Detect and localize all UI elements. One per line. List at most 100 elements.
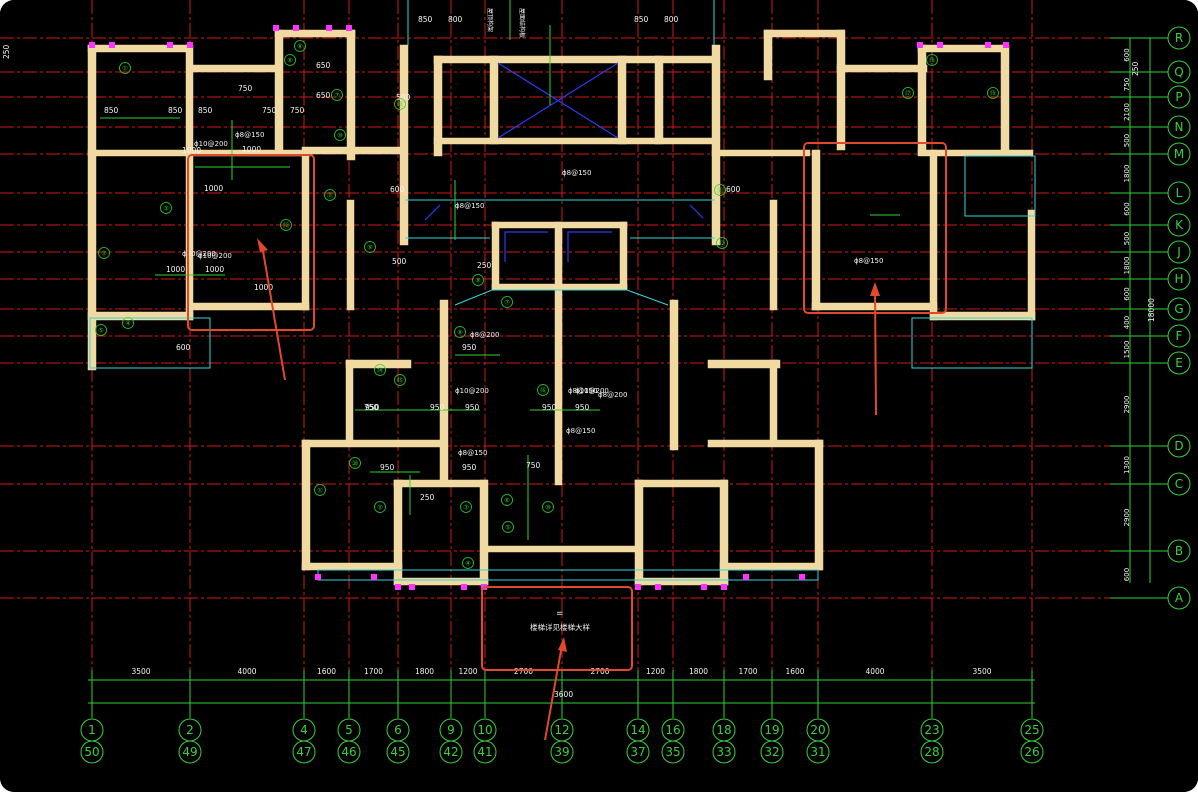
column-marker [315,574,321,580]
column-marker [395,584,401,590]
axis-bubble [1167,213,1191,237]
slab-tag: ② [101,249,107,257]
room-dimension: 950 [465,403,480,412]
wall [433,55,720,64]
column-marker [89,42,95,48]
slab-tag-circle [502,521,514,533]
axis-number-top: 18 [716,723,731,737]
column-marker [167,42,173,48]
wall [554,289,563,486]
slab-tag: ⑥ [287,56,293,64]
arrowhead-left [257,238,268,252]
axis-number-bottom: 35 [665,745,680,759]
column-marker [326,25,332,31]
wall [917,149,1034,157]
room-dimension: 950 [430,403,445,412]
axis-number-bottom: 46 [341,745,356,759]
slab-tag: ⑱ [929,56,936,64]
wall [274,29,284,151]
rebar-label: ɸ8@150 [566,427,595,435]
callout-arrow-bottom [544,644,563,741]
bottom-dimension: 1200 [458,667,477,676]
slab-tag-circle [331,89,343,101]
bottom-dimension: 2700 [514,667,533,676]
axis-bubble [1167,85,1191,109]
bottom-dimension: 1800 [415,667,434,676]
axis-number-top: 6 [394,723,402,737]
axis-bubble-bottom [550,740,574,764]
blue-diagonal [497,62,619,139]
slab-tag-circle [324,189,336,201]
callout-box-left [187,154,315,331]
axis-letter: L [1176,186,1183,200]
axis-number-top: 2 [186,723,194,737]
slab-tag: ⑫ [719,239,726,247]
room-dimension: 750 [262,106,277,115]
stair-note-mark: = [556,609,564,619]
slab-tag: ⑦ [504,298,510,306]
right-dimension: 1800 [1123,257,1131,275]
axis-letter: A [1175,591,1184,605]
wall [87,44,97,371]
room-dimension: 250 [420,493,435,502]
wall [433,137,720,145]
right-dimension: 600 [1123,568,1131,581]
axis-number-top: 1 [88,723,96,737]
axis-bubble [1167,181,1191,205]
room-dimension: 1000 [166,265,185,274]
column-marker [985,42,991,48]
column-marker [799,574,805,580]
axis-bubble-bottom [337,740,361,764]
room-dimension: 650 [316,61,331,70]
room-dimension: 950 [365,403,380,412]
slab-tag: ⑦ [334,91,340,99]
room-dimension: 750 [526,461,541,470]
wall [763,29,845,38]
wall [345,359,354,446]
vertical-axis-labels: 1502494475466459421041123914371635183319… [80,670,1044,764]
slab-tag: ⑨ [475,276,481,284]
bottom-dimension: 1700 [364,667,383,676]
wall [399,44,409,246]
room-dimension: 850 [104,106,119,115]
room-dimension: 500 [396,93,411,102]
right-dimension: 400 [1123,316,1131,329]
bottom-dimension: 1800 [689,667,708,676]
stair-outline [454,289,669,306]
room-dimension: 750 [290,106,305,115]
axis-number-bottom: 50 [84,745,99,759]
callout-arrow-left [261,244,286,381]
column-marker [371,574,377,580]
column-marker [635,584,641,590]
bottom-dimension: 3500 [131,667,150,676]
slab-tag: ④ [125,319,131,327]
column-marker [346,25,352,31]
column-marker [917,42,923,48]
slab-tag-circle [374,364,386,376]
slab-edge [964,155,1036,217]
slab-tag: ⑰ [905,89,912,97]
column-marker [461,584,467,590]
axis-bubble-bottom [80,740,104,764]
slab-tag: ⑳ [352,459,359,467]
room-dimension: 250 [477,261,492,270]
slab-tag: ⑩ [545,503,551,511]
wall [487,545,639,553]
right-dimension-texts: 6007502100500180060050018006004001500290… [1123,37,1155,581]
wall [836,64,928,73]
slab-tag-circle [716,237,728,249]
axis-number-bottom: 28 [924,745,939,759]
axis-bubble [1167,297,1191,321]
bottom-dimension: 2700 [590,667,609,676]
axis-number-bottom: 49 [182,745,197,759]
axis-bubble [1167,472,1191,496]
right-dimension: 1500 [1123,341,1131,359]
slab-tag: ⑮ [397,376,404,384]
wall [393,479,488,488]
top-dimension-2: 800 [448,15,463,24]
axis-bubble [1167,539,1191,563]
wall [87,149,194,157]
